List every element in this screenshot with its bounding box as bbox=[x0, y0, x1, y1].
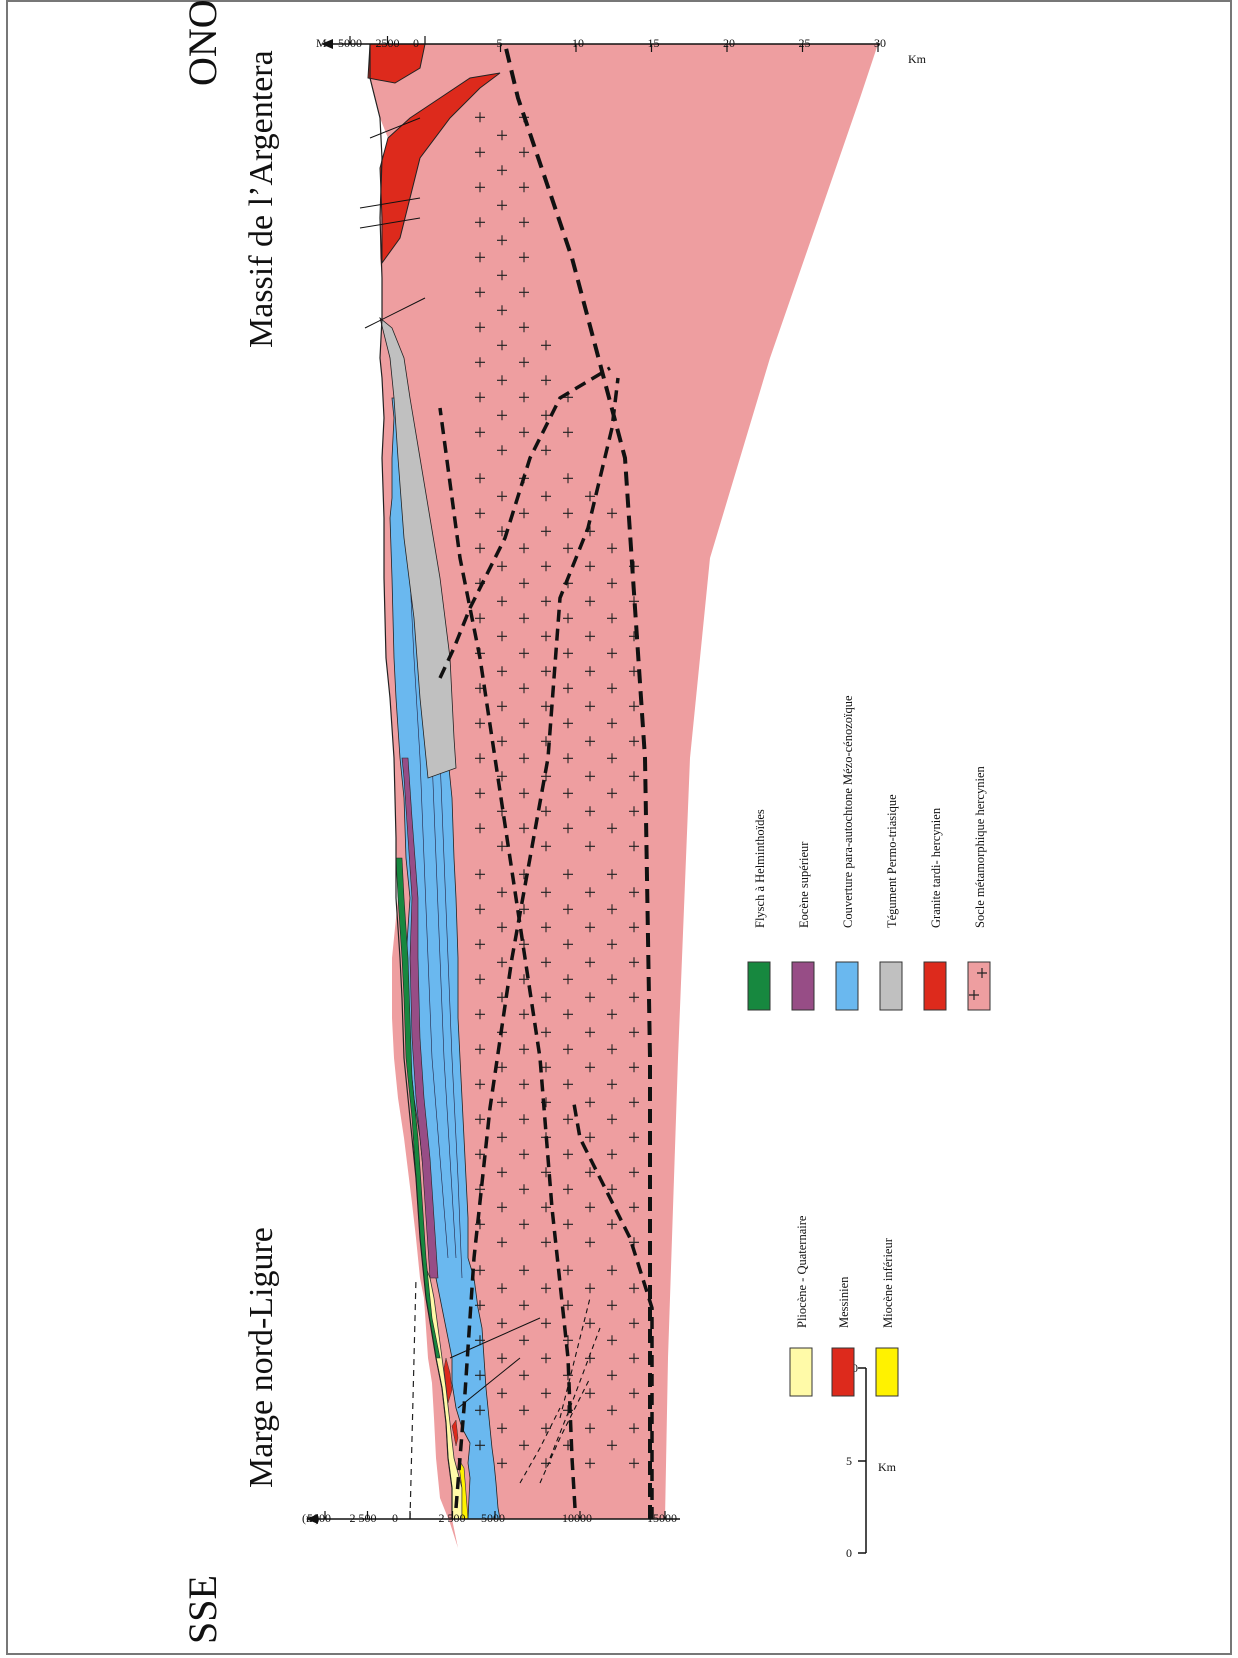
legend-label: Messinien bbox=[837, 1276, 851, 1328]
legend: Pliocène - QuaternaireMessinien Miocène i… bbox=[748, 695, 990, 1396]
right-km-tick-label: 15 bbox=[648, 36, 660, 50]
scale-unit: Km bbox=[878, 1460, 897, 1474]
left-tick-label: -5000 bbox=[477, 1511, 505, 1525]
legend-label: Eocène supérieur bbox=[797, 841, 811, 928]
right-top-tick-label: 2500 bbox=[376, 36, 400, 50]
legend-swatch bbox=[790, 1348, 812, 1396]
legend-swatch bbox=[832, 1348, 854, 1396]
left-tick-label: 5000 bbox=[307, 1511, 331, 1525]
legend-swatch bbox=[876, 1348, 898, 1396]
legend-label: Couverture para-autochtone Mézo-cénozoïq… bbox=[841, 695, 855, 928]
right-axis-unit: Km bbox=[908, 52, 927, 66]
legend-swatch bbox=[792, 962, 814, 1010]
scale-label-5: 5 bbox=[846, 1454, 852, 1468]
legend-swatch bbox=[968, 962, 990, 1010]
legend-swatch bbox=[836, 962, 858, 1010]
left-tick-label: 15000 bbox=[647, 1511, 677, 1525]
right-km-tick-label: 25 bbox=[799, 36, 811, 50]
left-tick-label: 2 500 bbox=[350, 1511, 377, 1525]
legend-label: Granite tardi- hercynien bbox=[929, 807, 943, 928]
right-top-tick-label: 5000 bbox=[338, 36, 362, 50]
legend-label: Flysch à Helminthoïdes bbox=[753, 809, 767, 928]
legend-label: Pliocène - Quaternaire bbox=[795, 1215, 809, 1328]
right-km-tick-label: 20 bbox=[723, 36, 735, 50]
left-tick-label: -2 500 bbox=[435, 1511, 466, 1525]
legend-label: Miocène inférieur bbox=[881, 1237, 895, 1328]
direction-sse: SSE bbox=[180, 1575, 225, 1644]
right-km-tick-label: 30 bbox=[874, 36, 886, 50]
right-top-tick-label: 0 bbox=[413, 36, 419, 50]
right-axis-top-label: M bbox=[316, 36, 327, 50]
legend-swatch bbox=[748, 962, 770, 1010]
region-margin-title: Marge nord-Ligure bbox=[243, 1227, 280, 1488]
region-massif-title: Massif de l’Argentera bbox=[243, 50, 280, 348]
scale-label-0: 0 bbox=[846, 1546, 852, 1560]
direction-ono: ONO bbox=[180, 0, 225, 86]
legend-label: Socle métamorphique hercynien bbox=[973, 766, 987, 928]
sea-level-line bbox=[410, 1278, 416, 1519]
legend-swatch bbox=[880, 962, 902, 1010]
legend-label: Tégument Permo-triasique bbox=[885, 794, 899, 928]
left-tick-label: 0 bbox=[392, 1511, 398, 1525]
legend-swatch bbox=[924, 962, 946, 1010]
left-tick-label: 10000 bbox=[562, 1511, 592, 1525]
right-km-tick-label: 5 bbox=[497, 36, 503, 50]
right-km-tick-label: 10 bbox=[572, 36, 584, 50]
